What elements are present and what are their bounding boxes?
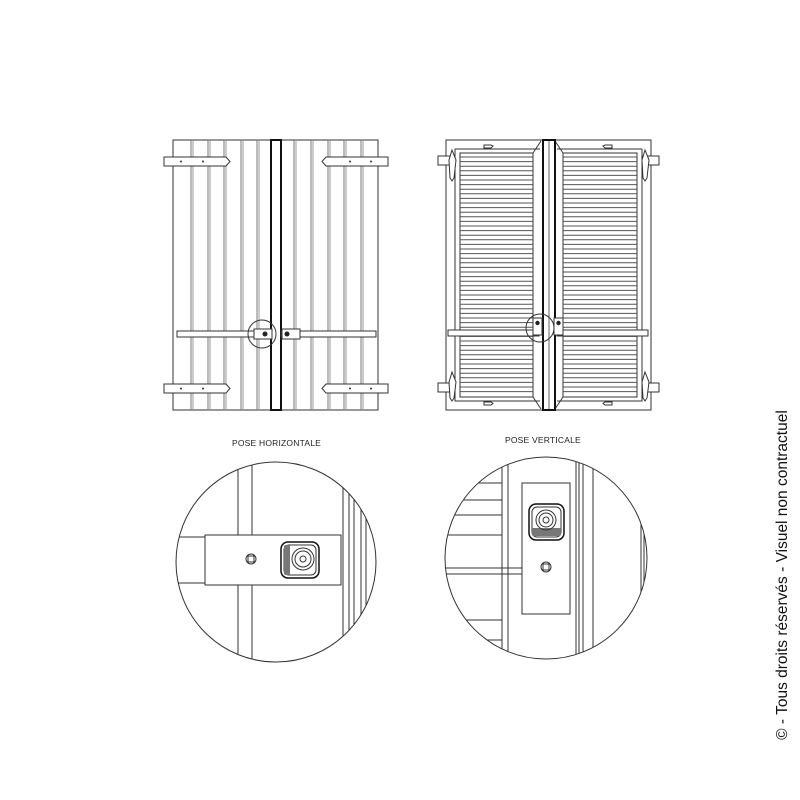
hinges: [437, 144, 660, 406]
detail-circle-vertical: [444, 456, 648, 660]
plank-lines: [190, 140, 364, 410]
hinge-bottom-left: [163, 383, 231, 394]
crossbar-right: [556, 329, 649, 337]
padlock-cylinder-icon: [280, 541, 320, 579]
center-stile: [270, 139, 282, 411]
lock-icon: [535, 320, 540, 326]
copyright-notice: © - Tous droits réservés - Visuel non co…: [774, 410, 791, 740]
crossbar-left: [447, 329, 540, 337]
crossbar-right: [280, 330, 377, 338]
detail-marker-circle: [525, 313, 555, 343]
lock-plate: [532, 317, 543, 336]
plank-shutter: [163, 139, 389, 411]
hinge-top-left: [163, 156, 231, 167]
screw-icon: [540, 561, 552, 573]
louvre-panel-left: [459, 152, 534, 398]
padlock-cylinder-icon: [528, 503, 565, 541]
lock-icon: [262, 331, 268, 337]
label-pose-verticale: POSE VERTICALE: [505, 435, 581, 445]
detail-circle-horizontal: [175, 461, 377, 663]
lock-bar-plate: [204, 534, 342, 586]
hinge-top-right: [321, 156, 389, 167]
detail-vertical: [445, 457, 645, 659]
louvre-slats: [460, 156, 637, 393]
louvre-panel-right: [562, 152, 638, 398]
keeper-icon: [284, 331, 290, 337]
label-pose-horizontale: POSE HORIZONTALE: [232, 438, 322, 448]
keeper-plate: [281, 328, 301, 340]
detail-horizontal: [176, 462, 367, 662]
inner-frame: [454, 148, 643, 402]
hinge-bottom-right: [321, 383, 389, 394]
stile-bevels: [532, 140, 564, 410]
louvre-shutter: [437, 139, 660, 411]
lock-bar-plate: [521, 482, 571, 615]
detail-marker-circle: [247, 319, 277, 349]
keeper-icon: [556, 320, 561, 326]
keeper-plate: [553, 317, 564, 336]
screw-icon: [245, 553, 257, 565]
